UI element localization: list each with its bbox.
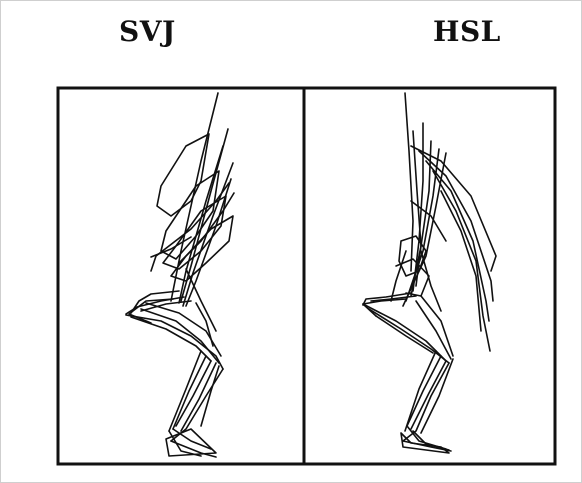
hsl-shin-line-3 bbox=[407, 356, 441, 426]
hsl-thigh-line-5 bbox=[421, 296, 453, 356]
svj-thigh-line-4 bbox=[146, 303, 221, 356]
hsl-stick-figures bbox=[363, 93, 496, 453]
svj-thigh-line-1 bbox=[126, 315, 223, 369]
hsl-shin-line-4 bbox=[421, 359, 453, 433]
svj-thigh-line-3 bbox=[141, 309, 219, 363]
svj-arm-loop-1 bbox=[157, 134, 209, 216]
svj-trunk-line-4 bbox=[183, 163, 233, 306]
svj-thigh-line-6 bbox=[186, 269, 216, 331]
svj-shin-line-4 bbox=[173, 356, 206, 429]
hsl-trunk-line-1 bbox=[405, 93, 413, 271]
svj-arm-segment-3 bbox=[151, 237, 191, 257]
hsl-thigh-line-3 bbox=[376, 316, 433, 353]
svj-stick-figures bbox=[126, 93, 234, 457]
hsl-waist-line-2 bbox=[421, 251, 441, 311]
